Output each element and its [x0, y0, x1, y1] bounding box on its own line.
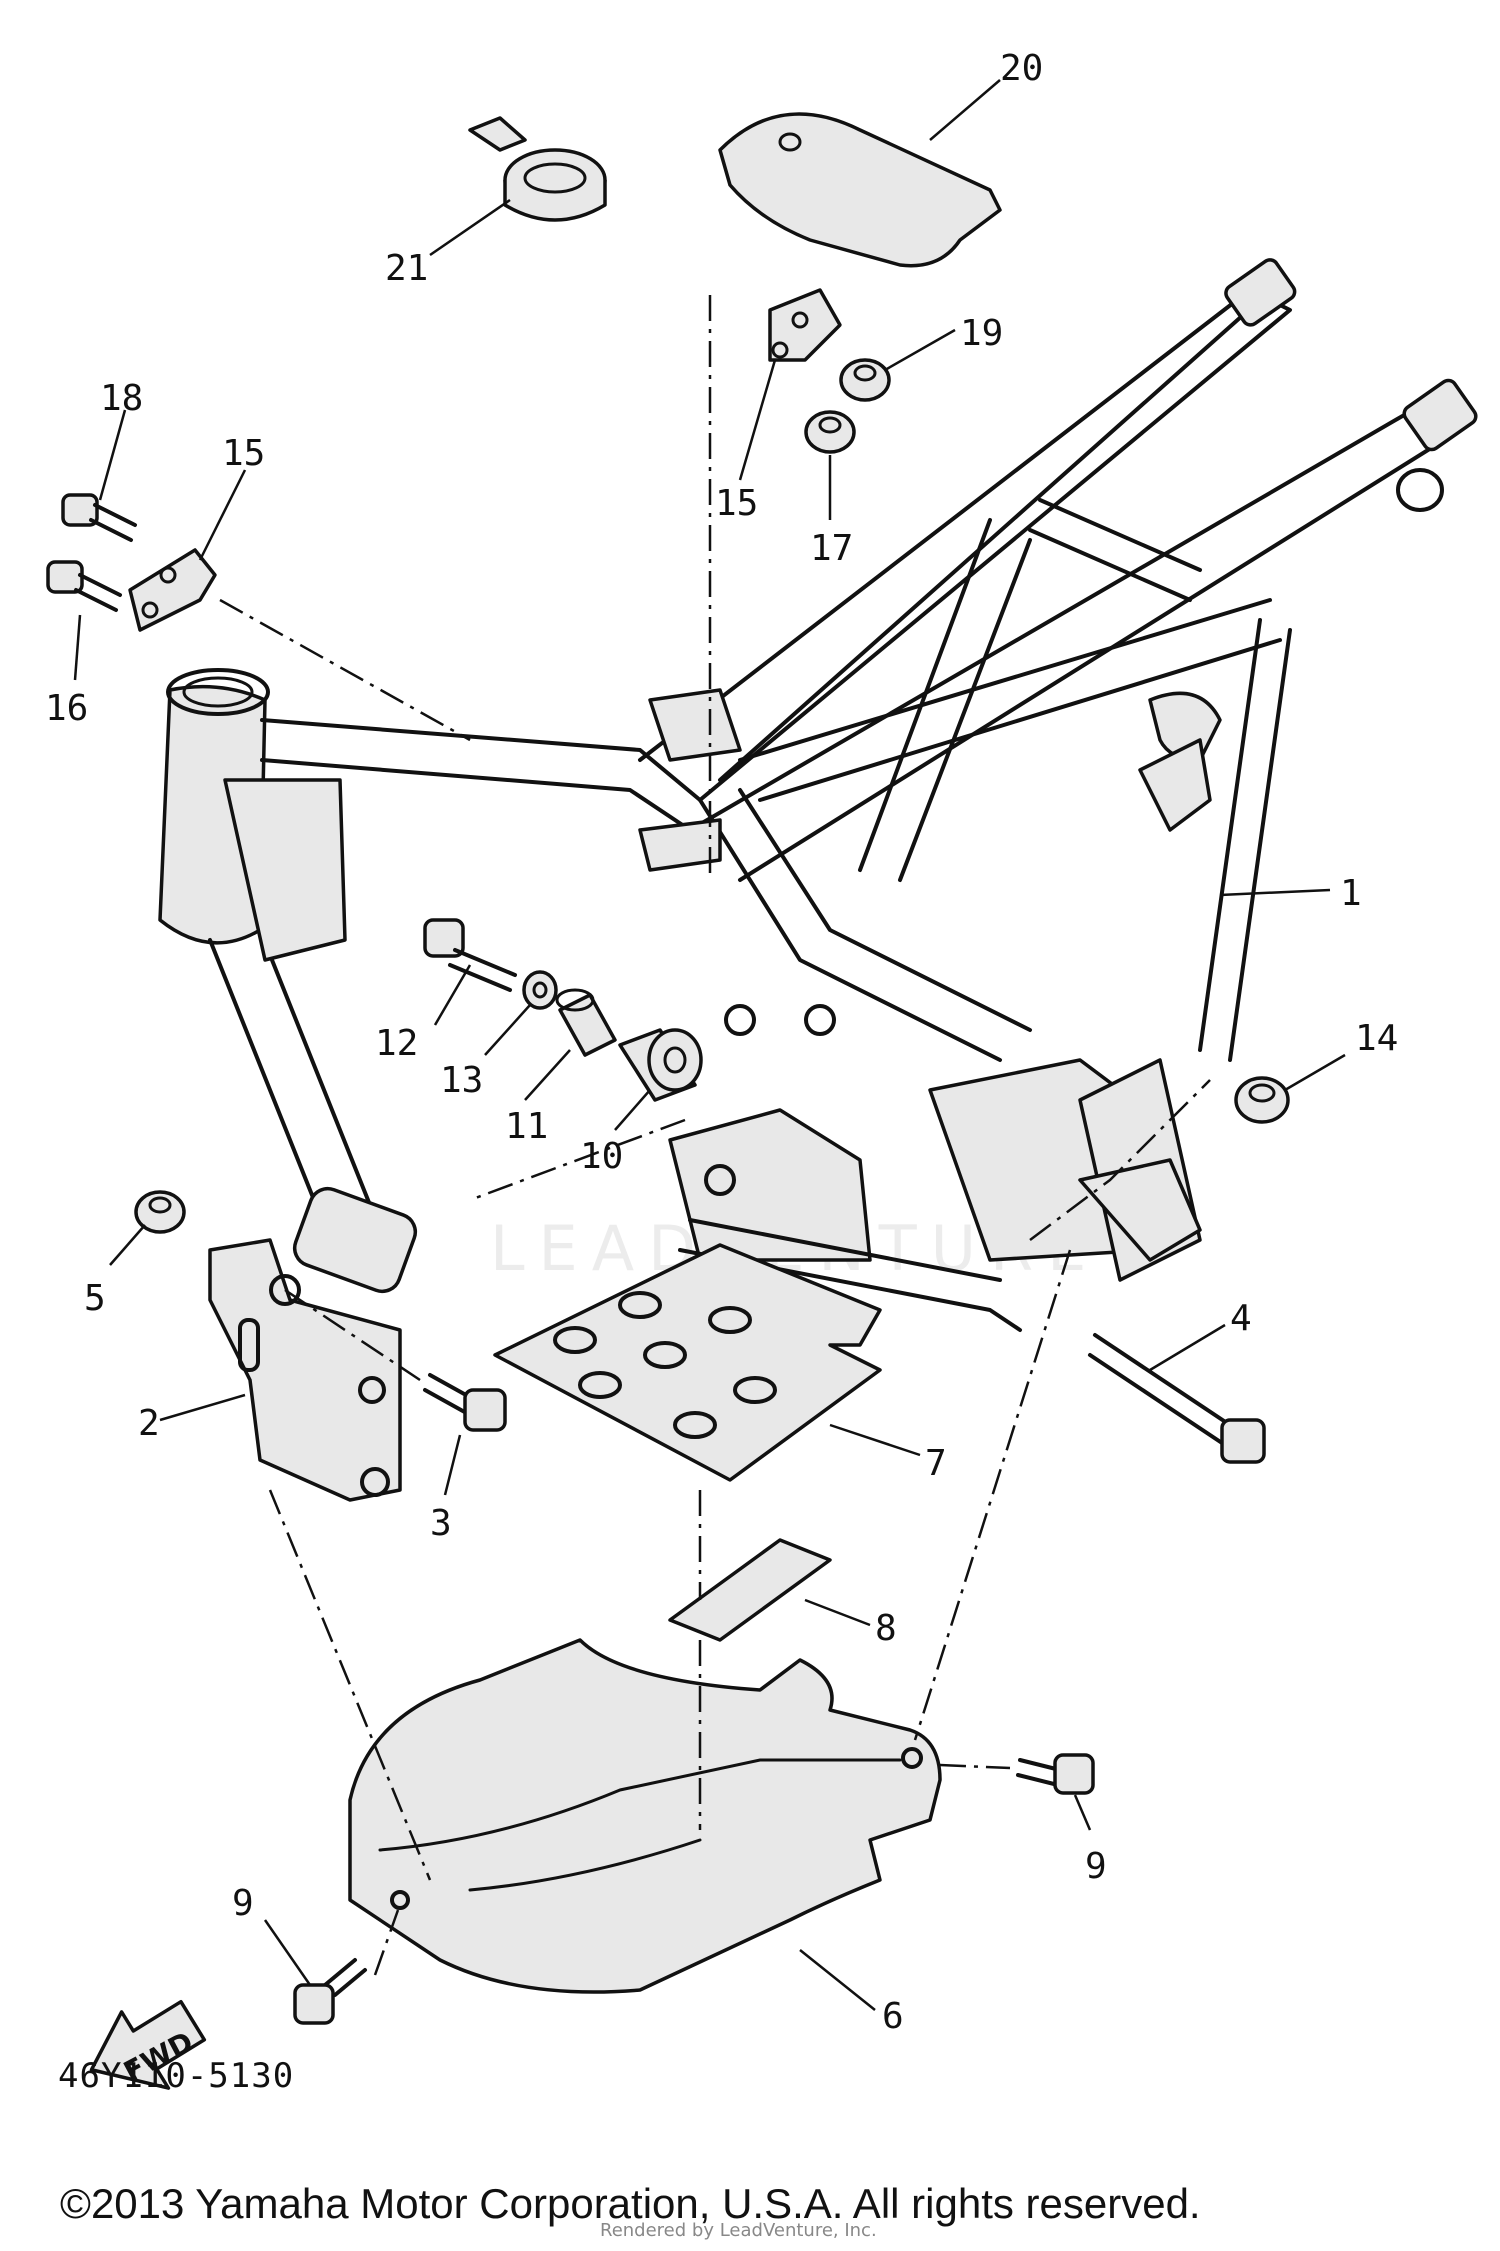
nut-part-19	[839, 358, 891, 402]
callout-11: 11	[505, 1106, 548, 1147]
callout-8: 8	[875, 1608, 897, 1649]
callout-9-left: 9	[232, 1883, 254, 1924]
engine-mount-plate-part	[208, 1238, 402, 1502]
callout-5: 5	[84, 1278, 106, 1319]
callout-21: 21	[385, 248, 428, 289]
bracket-part-15-left	[128, 548, 217, 632]
callout-2: 2	[138, 1403, 160, 1444]
callout-9-right: 9	[1085, 1846, 1107, 1887]
callout-numbers: 1 2 3 4 5 6 7 8 9 9 10 11 12 13 14 15 15…	[45, 48, 1398, 2037]
callout-3: 3	[430, 1503, 452, 1544]
bolt-part-9-right	[1016, 1753, 1095, 1795]
bolt-part-18	[61, 493, 137, 542]
skid-plate-part-6	[348, 1638, 942, 1994]
bracket-part-15-right	[768, 288, 842, 362]
rendered-by-note: Rendered by LeadVenture, Inc.	[600, 2220, 877, 2241]
callout-18: 18	[100, 378, 143, 419]
bolt-part-12	[423, 918, 517, 992]
bolt-part-9-left	[293, 1958, 367, 2025]
bolt-part-3	[423, 1373, 507, 1432]
callout-6: 6	[882, 1996, 904, 2037]
pad-part-8	[668, 1538, 832, 1642]
callout-20: 20	[1000, 48, 1043, 89]
leader-lines	[73, 79, 1346, 2011]
nut-part-14	[1234, 1076, 1290, 1124]
assembly-lines	[219, 295, 1211, 1976]
callout-4: 4	[1230, 1298, 1252, 1339]
callout-14: 14	[1355, 1018, 1398, 1059]
callout-1: 1	[1340, 873, 1362, 914]
callout-13: 13	[440, 1060, 483, 1101]
nut-part-17	[804, 410, 856, 454]
callout-12: 12	[375, 1023, 418, 1064]
diagram-code: 46Y110-5130	[58, 2056, 295, 2096]
copyright-notice: ©2013 Yamaha Motor Corporation, U.S.A. A…	[60, 2180, 1201, 2227]
bushing-part-10	[618, 1028, 703, 1102]
callout-15-right: 15	[715, 483, 758, 524]
callout-10: 10	[580, 1136, 623, 1177]
collar-part-11	[555, 988, 617, 1057]
long-bolt-part-4	[1088, 1333, 1266, 1464]
main-frame	[158, 258, 1478, 1332]
plate-part-7	[493, 1243, 882, 1482]
callout-17: 17	[810, 528, 853, 569]
nut-part-5	[134, 1190, 186, 1234]
callout-19: 19	[960, 313, 1003, 354]
callout-16: 16	[45, 688, 88, 729]
callout-15-left: 15	[222, 433, 265, 474]
cap-part-21	[468, 116, 607, 222]
callout-7: 7	[925, 1443, 947, 1484]
washer-part-13	[522, 970, 558, 1010]
bolt-part-16	[46, 560, 122, 612]
pouch-part-20	[718, 112, 1002, 268]
